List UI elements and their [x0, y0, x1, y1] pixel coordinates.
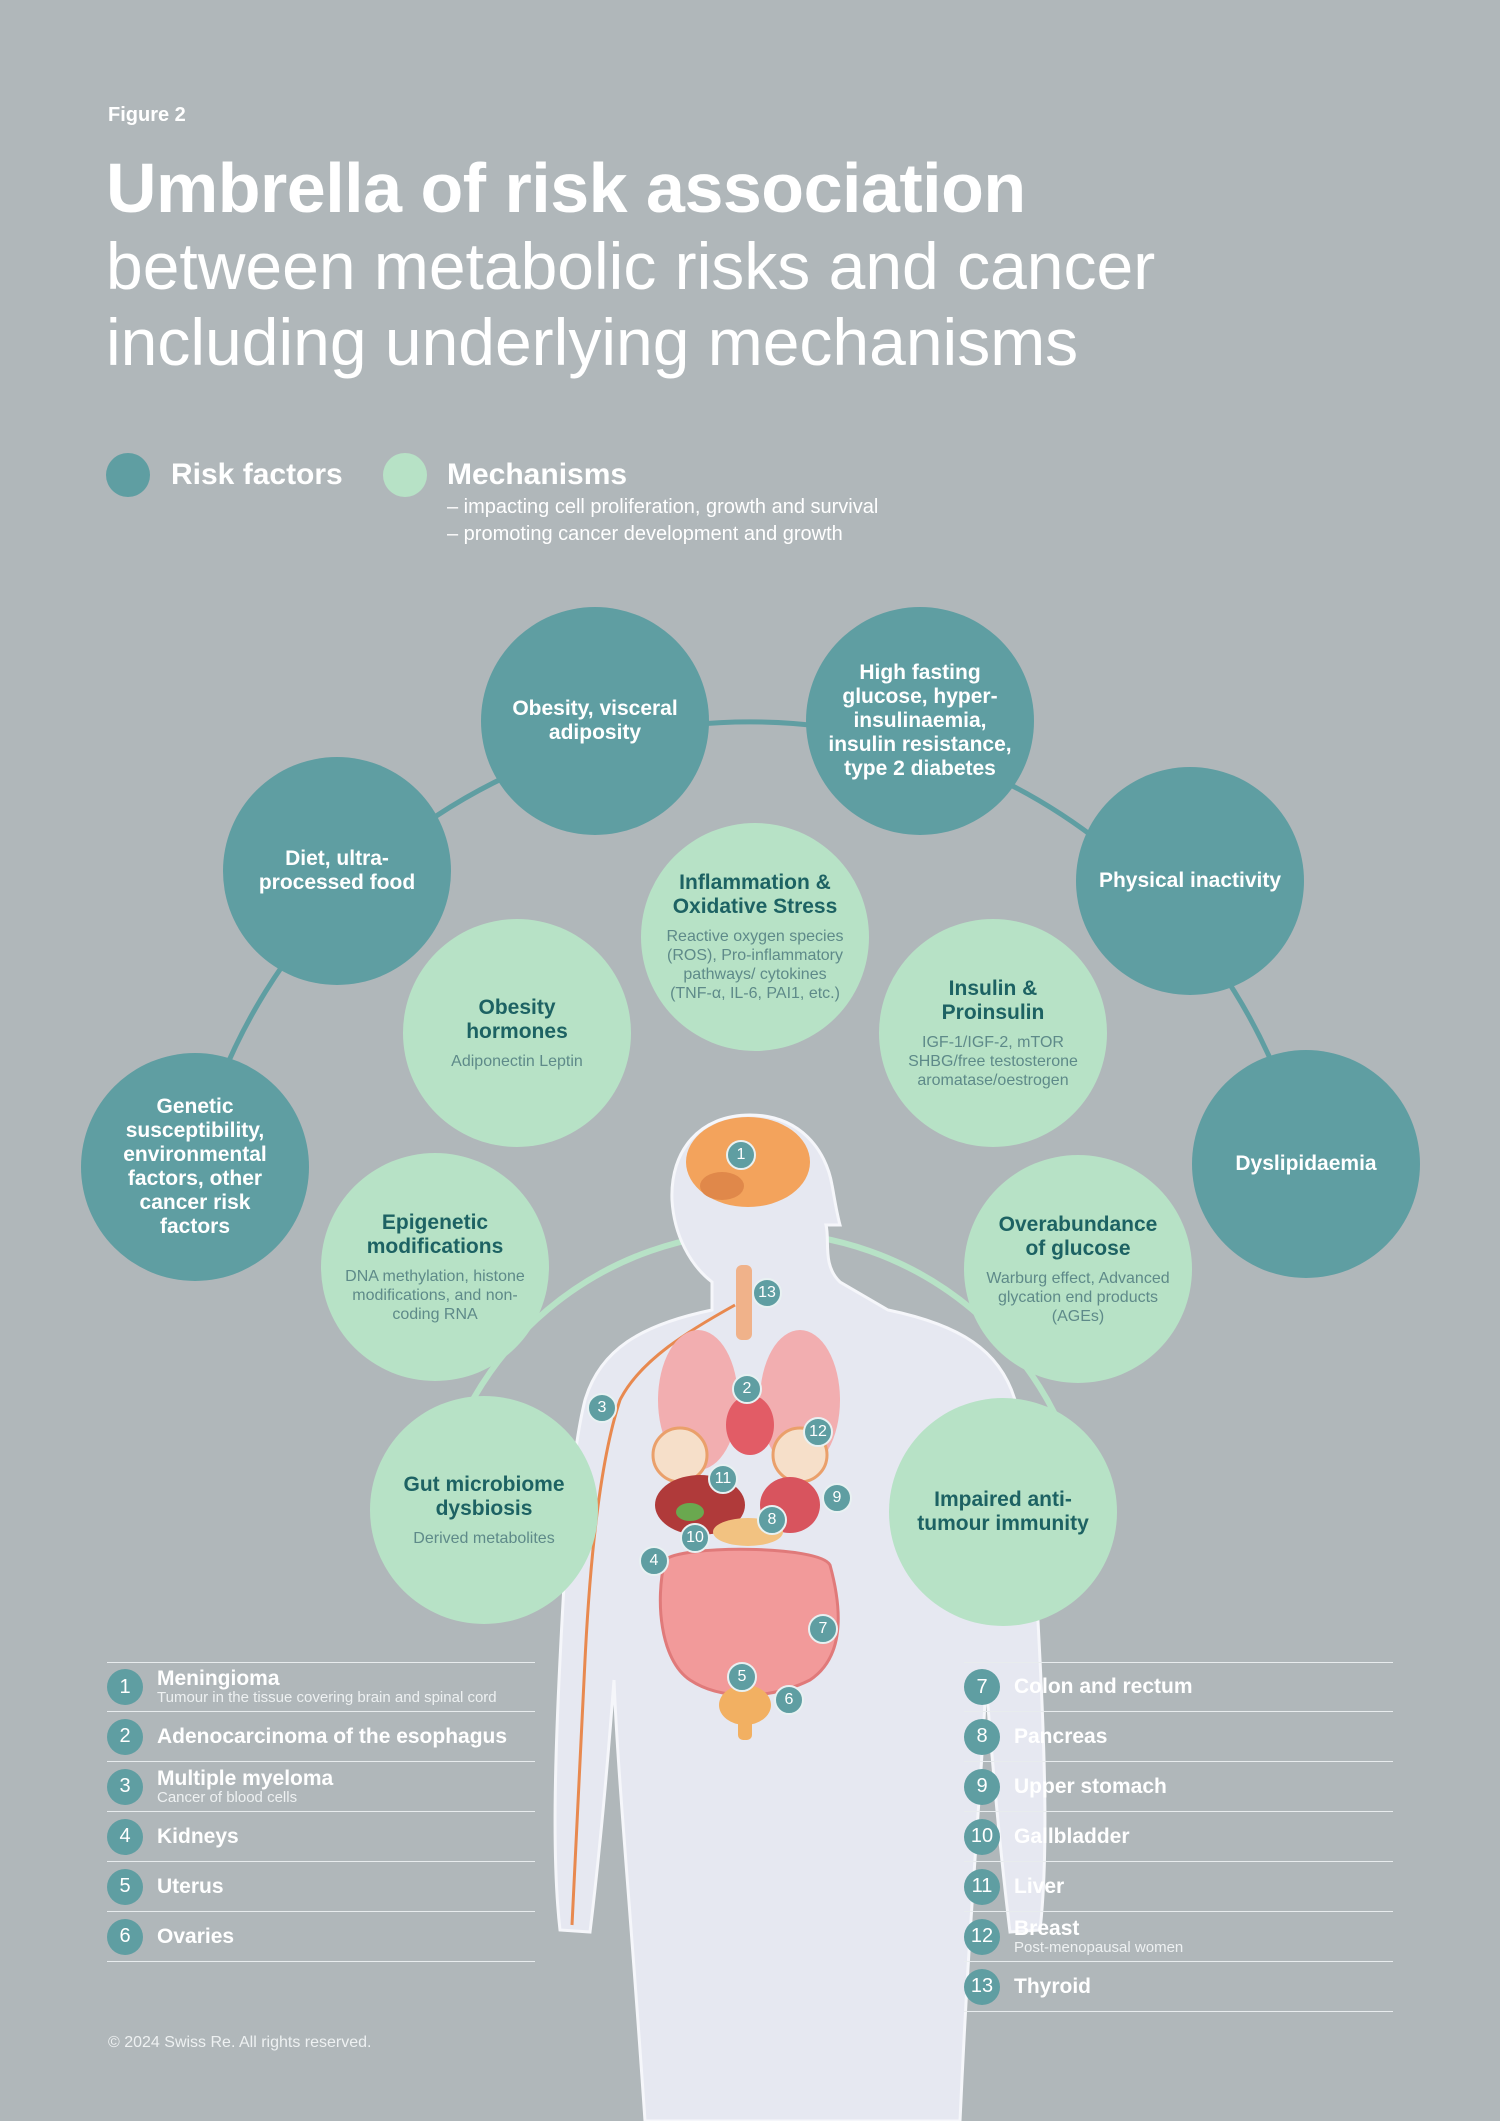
title-light: between metabolic risks and cancer inclu…: [106, 229, 1156, 379]
cancer-name: Adenocarcinoma of the esophagus: [157, 1724, 508, 1748]
mechanism-title: Inflammation & Oxidative Stress: [672, 871, 838, 918]
cancer-number-badge: 1: [107, 1669, 143, 1705]
cancer-item-10: 10 Gallbladder: [964, 1812, 1393, 1862]
cancer-number-badge: 5: [107, 1868, 143, 1905]
cancer-name: Gallbladder: [1014, 1824, 1130, 1848]
cancer-name: Meningioma: [157, 1667, 280, 1690]
mechanism-legend-label: Mechanisms: [447, 458, 628, 491]
cancer-item-1: 1 Meningioma Tumour in the tissue coveri…: [107, 1662, 535, 1712]
organ-marker-10: 10: [680, 1523, 710, 1553]
cancer-item-6: 6 Ovaries: [107, 1912, 535, 1962]
organ-marker-5: 5: [727, 1662, 757, 1692]
mechanism-epigenetic: Epigenetic modifications DNA methylation…: [321, 1153, 549, 1381]
organ-marker-4: 4: [639, 1546, 669, 1576]
risk-factor-label: Genetic susceptibility, environmental fa…: [123, 1095, 267, 1238]
cancer-number-badge: 2: [107, 1718, 143, 1755]
cancer-item-4: 4 Kidneys: [107, 1812, 535, 1862]
risk-factor-label: Obesity, visceral adiposity: [512, 697, 678, 744]
cancer-number-badge: 13: [964, 1968, 1000, 2005]
organ-marker-9: 9: [822, 1483, 852, 1513]
cancer-number-badge: 6: [107, 1918, 143, 1955]
cancer-name: Pancreas: [1014, 1724, 1108, 1748]
risk-legend-label: Risk factors: [171, 458, 343, 491]
cancer-name: Multiple myeloma: [157, 1766, 334, 1790]
cancer-item-8: 8 Pancreas: [964, 1712, 1393, 1762]
cancer-item-13: 13 Thyroid: [964, 1962, 1393, 2012]
mechanism-sub: Derived metabolites: [413, 1529, 555, 1547]
cancer-name: Upper stomach: [1014, 1774, 1167, 1798]
mechanism-gut-microbiome: Gut microbiome dysbiosis Derived metabol…: [370, 1396, 598, 1624]
mechanism-title: Obesity hormones: [466, 995, 568, 1043]
risk-factor-obesity: Obesity, visceral adiposity: [481, 607, 709, 835]
cancer-sub: Cancer of blood cells: [157, 1788, 298, 1806]
risk-factor-label: High fasting glucose, hyper-insulinaemia…: [828, 661, 1012, 780]
risk-factor-inactivity: Physical inactivity: [1076, 767, 1304, 995]
risk-factor-diet: Diet, ultra-processed food: [223, 757, 451, 985]
mechanism-title: Gut microbiome dysbiosis: [403, 1472, 565, 1520]
organ-marker-3: 3: [587, 1393, 617, 1423]
cancer-name: Colon and rectum: [1014, 1675, 1193, 1698]
figure-label: Figure 2: [108, 104, 186, 126]
organ-marker-7: 7: [808, 1614, 838, 1644]
cancer-number-badge: 12: [964, 1918, 1000, 1955]
organ-marker-2: 2: [732, 1374, 762, 1404]
mechanism-title: Impaired anti-tumour immunity: [917, 1488, 1089, 1535]
mechanism-title: Epigenetic modifications: [366, 1210, 504, 1258]
organ-marker-12: 12: [803, 1417, 833, 1447]
cancer-number-badge: 11: [964, 1868, 1000, 1905]
organ-marker-6: 6: [774, 1685, 804, 1715]
risk-factor-label: Physical inactivity: [1098, 869, 1282, 892]
organ-marker-11: 11: [708, 1464, 738, 1494]
mechanism-glucose-overabundance: Overabundance of glucose Warburg effect,…: [964, 1155, 1192, 1383]
mechanism-title: Overabundance of glucose: [998, 1212, 1158, 1260]
mechanism-sub: Adiponectin Leptin: [451, 1052, 583, 1070]
cancer-number-badge: 3: [107, 1768, 143, 1805]
risk-factor-dyslipidaemia: Dyslipidaemia: [1192, 1050, 1420, 1278]
cancer-item-9: 9 Upper stomach: [964, 1762, 1393, 1812]
risk-legend-dot: [106, 453, 150, 497]
cancer-name: Liver: [1014, 1874, 1065, 1898]
mechanism-obesity-hormones: Obesity hormones Adiponectin Leptin: [403, 919, 631, 1147]
cancer-item-7: 7 Colon and rectum: [964, 1662, 1393, 1712]
cancer-name: Ovaries: [157, 1924, 235, 1948]
mechanism-title: Insulin & Proinsulin: [941, 976, 1045, 1024]
cancer-number-badge: 9: [964, 1768, 1000, 1805]
mechanism-anti-tumour-immunity: Impaired anti-tumour immunity: [889, 1398, 1117, 1626]
cancer-sub: Tumour in the tissue covering brain and …: [157, 1689, 497, 1706]
cancer-name: Breast: [1014, 1916, 1080, 1940]
risk-factor-label: Dyslipidaemia: [1235, 1152, 1377, 1175]
organ-marker-8: 8: [757, 1505, 787, 1535]
cancer-item-11: 11 Liver: [964, 1862, 1393, 1912]
cancer-number-badge: 7: [964, 1669, 1000, 1705]
cancer-number-badge: 8: [964, 1718, 1000, 1755]
cancer-item-5: 5 Uterus: [107, 1862, 535, 1912]
mechanism-inflammation: Inflammation & Oxidative Stress Reactive…: [641, 823, 869, 1051]
cancer-item-3: 3 Multiple myeloma Cancer of blood cells: [107, 1762, 535, 1812]
mechanism-sub: DNA methylation, histone modifications, …: [345, 1267, 525, 1323]
cancer-number-badge: 4: [107, 1818, 143, 1855]
mechanism-legend-sub1: – impacting cell proliferation, growth a…: [447, 496, 879, 518]
copyright-notice: © 2024 Swiss Re. All rights reserved.: [108, 2034, 372, 2051]
risk-factor-label: Diet, ultra-processed food: [258, 847, 416, 894]
organ-marker-1: 1: [726, 1140, 756, 1170]
risk-factor-glucose: High fasting glucose, hyper-insulinaemia…: [806, 607, 1034, 835]
cancer-name: Kidneys: [157, 1824, 239, 1848]
cancer-item-2: 2 Adenocarcinoma of the esophagus: [107, 1712, 535, 1762]
cancer-number-badge: 10: [964, 1818, 1000, 1855]
mechanism-legend-dot: [383, 453, 427, 497]
cancer-sub: Post-menopausal women: [1014, 1938, 1184, 1956]
mechanism-sub: Reactive oxygen species (ROS), Pro-infla…: [666, 928, 844, 1002]
mechanism-insulin: Insulin & Proinsulin IGF-1/IGF-2, mTOR S…: [879, 919, 1107, 1147]
mechanism-legend-sub2: – promoting cancer development and growt…: [447, 523, 843, 545]
organ-marker-13: 13: [752, 1278, 782, 1308]
cancer-name: Uterus: [157, 1874, 224, 1898]
cancer-item-12: 12 Breast Post-menopausal women: [964, 1912, 1393, 1962]
mechanism-sub: Warburg effect, Advanced glycation end p…: [986, 1269, 1170, 1325]
risk-factor-genetic: Genetic susceptibility, environmental fa…: [81, 1053, 309, 1281]
cancer-name: Thyroid: [1014, 1974, 1091, 1998]
title-bold: Umbrella of risk association: [106, 149, 1026, 227]
mechanism-sub: IGF-1/IGF-2, mTOR SHBG/free testosterone…: [908, 1033, 1078, 1089]
